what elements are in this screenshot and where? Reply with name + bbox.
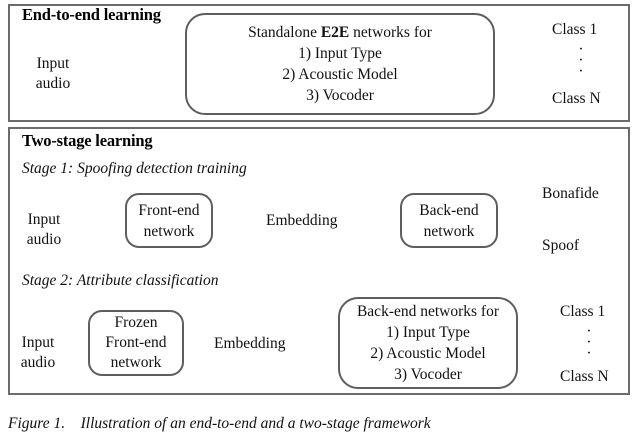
s1-back-end-network-box[interactable]: Back-end network (400, 193, 498, 248)
e2e-dot-1: · (578, 41, 584, 58)
stage-1-title: Stage 1: Spoofing detection training (22, 160, 247, 177)
e2e-dot-2: · (578, 52, 584, 69)
s1-embedding-label: Embedding (266, 212, 338, 229)
s1-front-end-network-box[interactable]: Front-end network (125, 193, 213, 248)
s2-dot-2: · (586, 334, 592, 351)
figure-caption-text: Illustration of an end-to-end and a two-… (80, 415, 431, 432)
e2e-output-ellipsis: · · · (552, 41, 610, 80)
e2e-box-header-bold: E2E (320, 24, 350, 41)
e2e-input-line2: audio (35, 75, 71, 92)
panel-title-two-stage: Two-stage learning (22, 131, 153, 150)
s2-input-line1: Input (21, 334, 55, 351)
e2e-box-header-suffix: networks for (349, 24, 432, 41)
figure-caption-number: Figure 1. (8, 415, 66, 432)
e2e-standalone-network-box[interactable]: Standalone E2E networks for 1) Input Typ… (185, 13, 495, 115)
e2e-box-item-2: 2) Acoustic Model (282, 66, 398, 83)
e2e-box-header: Standalone E2E networks for (248, 22, 432, 43)
s2-frontend-line1: Frozen (114, 314, 158, 331)
s2-backend-item-2: 2) Acoustic Model (370, 345, 486, 362)
e2e-box-item-3: 3) Vocoder (306, 87, 374, 104)
s2-frontend-line3: network (110, 354, 162, 371)
s2-frontend-line2: Front-end (105, 334, 167, 351)
s2-input-line2: audio (20, 354, 56, 371)
s2-output-class-1: Class 1 (560, 303, 606, 320)
s1-backend-line2: network (423, 222, 475, 240)
s1-input-line1: Input (27, 211, 61, 228)
s1-input-line2: audio (26, 231, 62, 248)
panel-title-end-to-end: End-to-end learning (22, 5, 161, 24)
s2-back-end-networks-box[interactable]: Back-end networks for 1) Input Type 2) A… (338, 297, 518, 389)
s2-output-ellipsis: · · · (560, 323, 618, 362)
s1-frontend-line2: network (143, 222, 195, 240)
s2-dot-1: · (586, 323, 592, 340)
e2e-dot-3: · (578, 63, 584, 80)
e2e-input-line1: Input (36, 55, 70, 72)
e2e-box-item-1: 1) Input Type (298, 45, 382, 62)
s2-frozen-front-end-network-box[interactable]: Frozen Front-end network (88, 310, 184, 376)
s2-input-audio-label: Input audio (14, 333, 62, 373)
s1-frontend-line1: Front-end (138, 201, 200, 219)
stage-2-title: Stage 2: Attribute classification (22, 272, 219, 289)
s2-backend-item-1: 1) Input Type (386, 324, 470, 341)
s1-output-bonafide: Bonafide (542, 185, 599, 202)
figure-caption: Figure 1. Illustration of an end-to-end … (8, 414, 630, 433)
s2-dot-3: · (586, 345, 592, 362)
s1-backend-line1: Back-end (419, 201, 479, 219)
s1-output-spoof: Spoof (542, 237, 580, 254)
s2-backend-header: Back-end networks for (356, 303, 500, 320)
e2e-output-class-1: Class 1 (552, 21, 598, 38)
e2e-box-header-prefix: Standalone (248, 24, 321, 41)
s2-embedding-label: Embedding (214, 335, 286, 352)
s1-input-audio-label: Input audio (16, 210, 72, 250)
e2e-output-class-n: Class N (552, 90, 601, 107)
e2e-input-audio-label: Input audio (22, 54, 84, 94)
s2-output-class-n: Class N (560, 368, 609, 385)
s2-backend-item-3: 3) Vocoder (394, 366, 462, 383)
